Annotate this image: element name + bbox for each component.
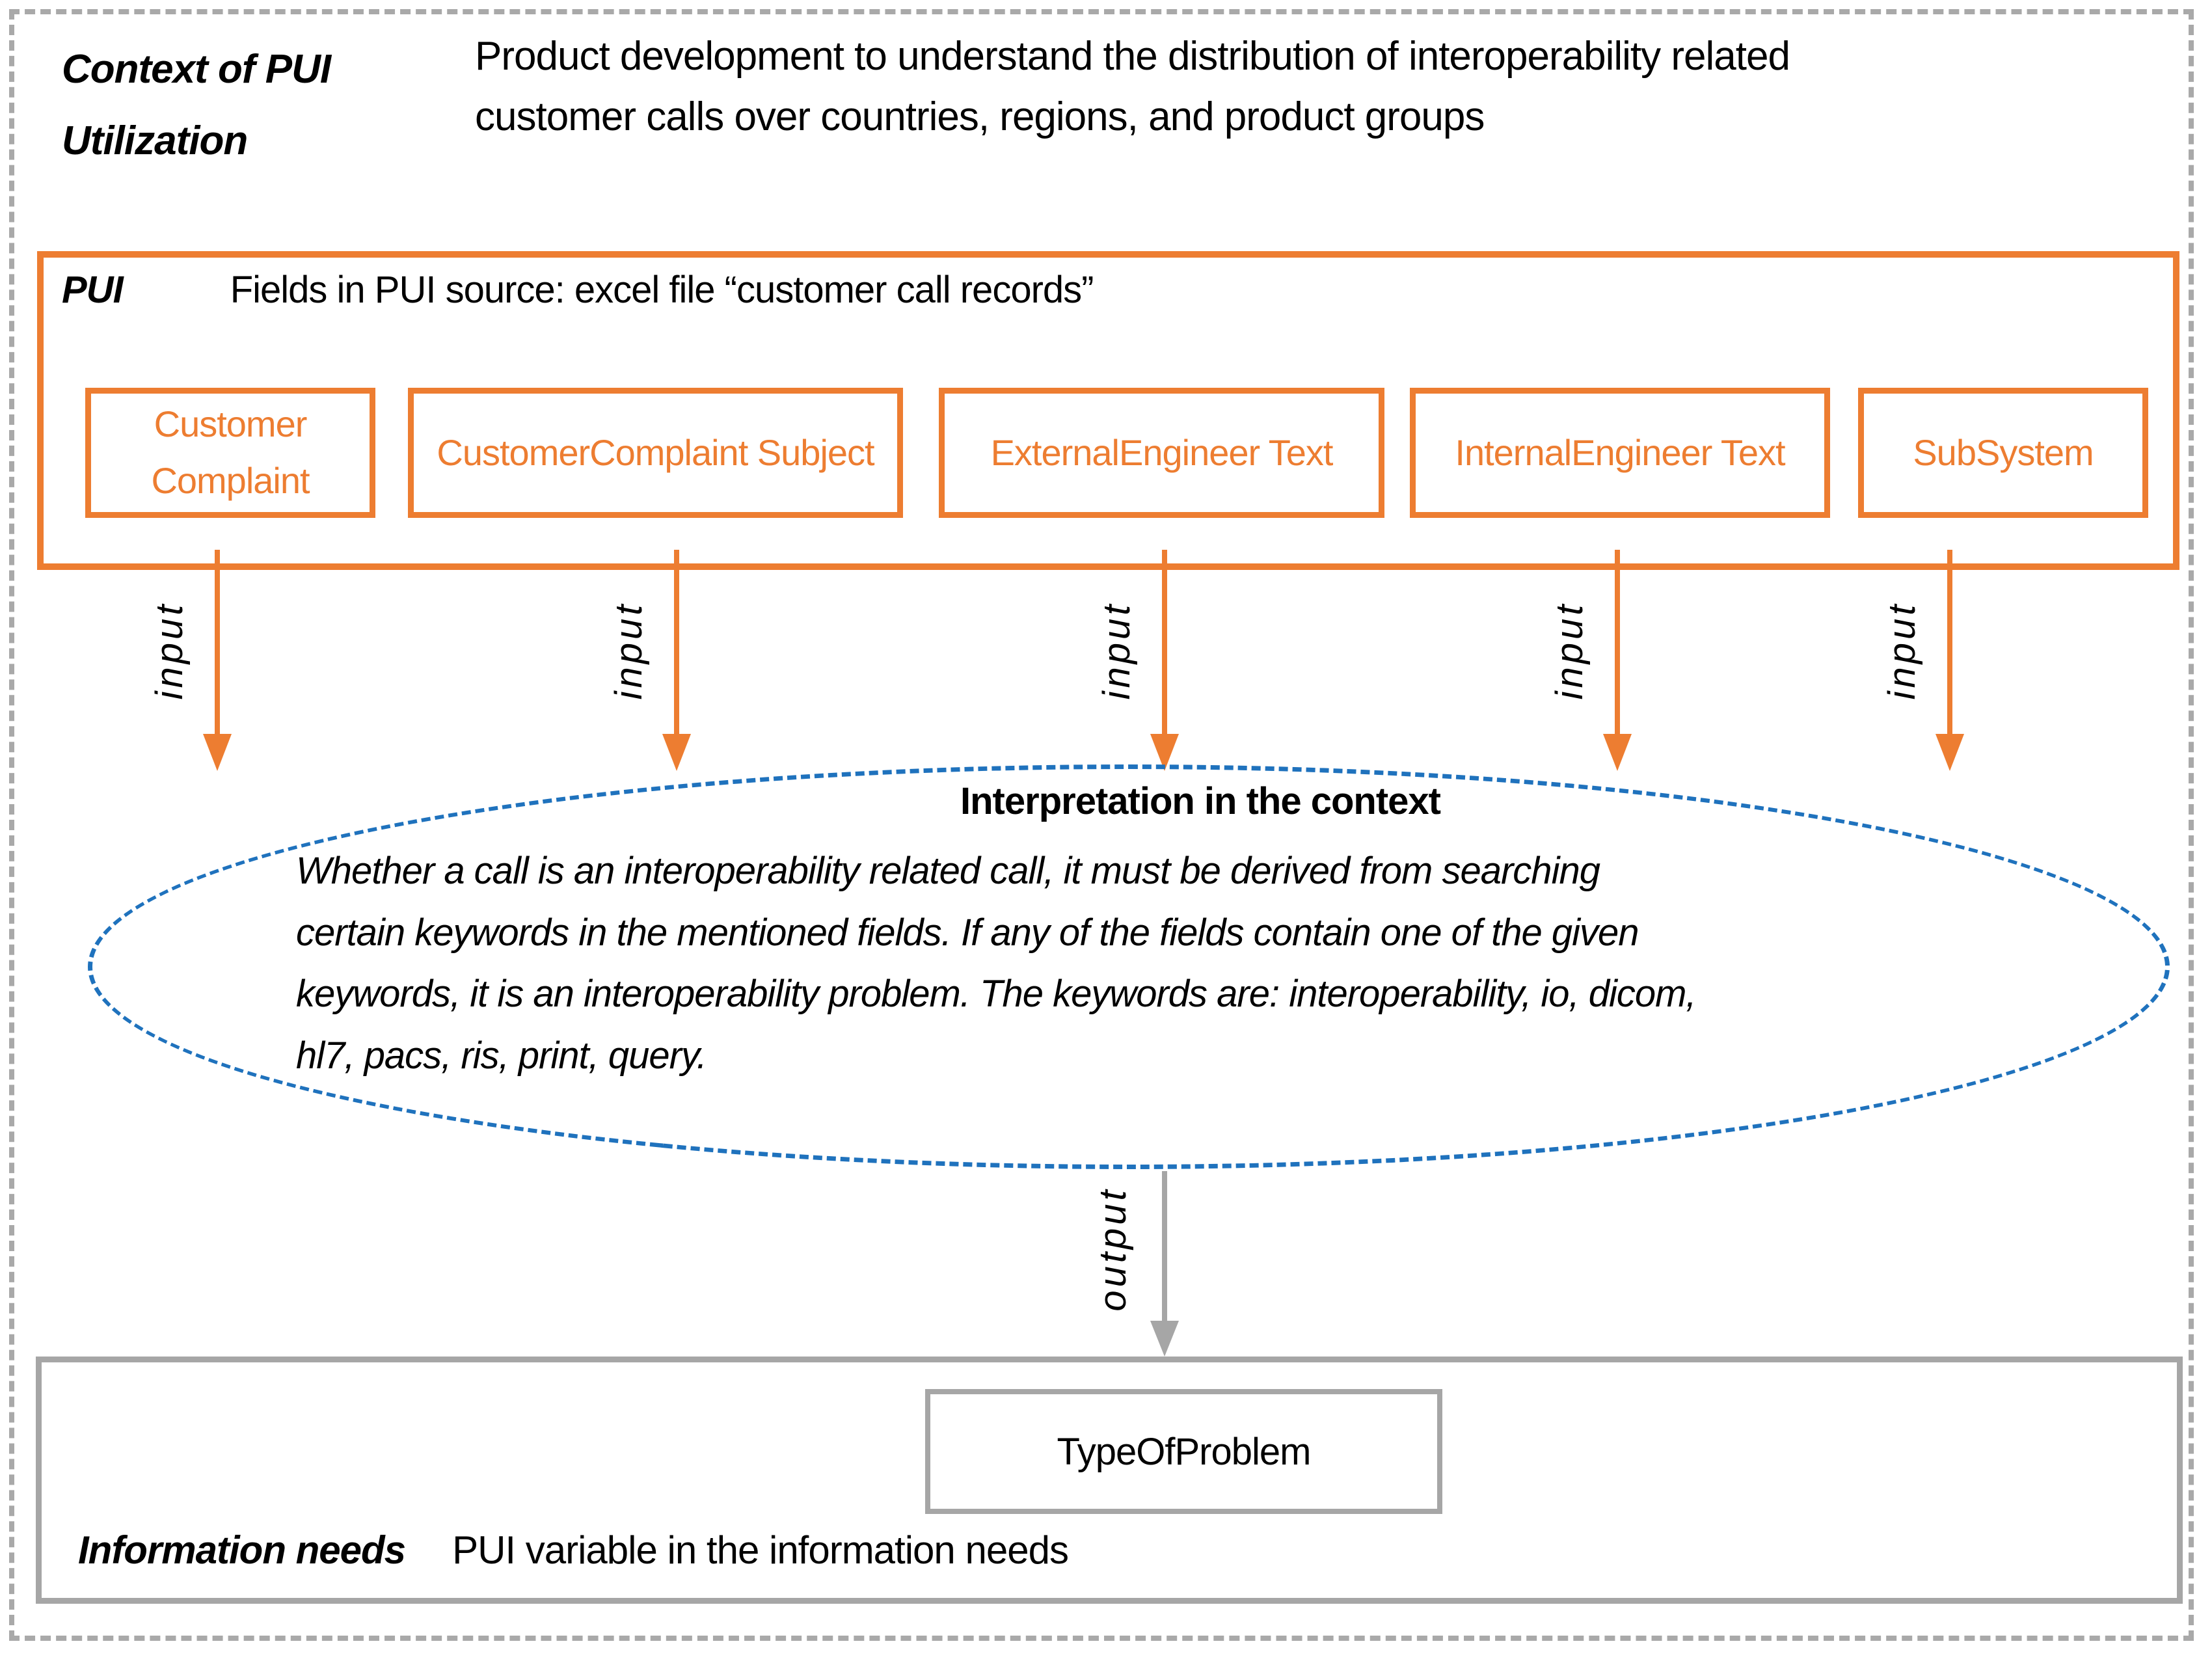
input-arrow-label-5: input — [1880, 601, 1923, 700]
field-box-external-engineer-text: ExternalEngineer Text — [939, 388, 1384, 518]
context-description-line2: customer calls over countries, regions, … — [475, 94, 1485, 139]
context-description-line1: Product development to understand the di… — [475, 34, 1790, 79]
outer-dashed-border — [9, 9, 2194, 1641]
field-box-internal-engineer-text: InternalEngineer Text — [1410, 388, 1830, 518]
pui-subtitle: Fields in PUI source: excel file “custom… — [230, 269, 1094, 311]
field-box-subsystem: SubSystem — [1858, 388, 2148, 518]
pui-title-row: PUI Fields in PUI source: excel file “cus… — [62, 268, 2014, 312]
input-arrow-label-3: input — [1095, 601, 1138, 700]
field-label: CustomerComplaint Subject — [437, 431, 874, 473]
field-box-customer-complaint-subject: CustomerComplaint Subject — [408, 388, 903, 518]
arrow-head-icon — [1936, 734, 1964, 771]
arrow-head-icon — [1150, 1321, 1179, 1357]
interpretation-body-line3: keywords, it is an interoperability prob… — [296, 973, 1697, 1016]
context-label-line2: Utilization — [62, 118, 248, 164]
field-label: ExternalEngineer Text — [990, 431, 1334, 473]
arrow-shaft — [674, 550, 679, 735]
context-label-line1: Context of PUI — [62, 47, 331, 92]
interpretation-body: Whether a call is an interoperability re… — [296, 841, 2053, 1087]
arrow-head-icon — [1603, 734, 1632, 771]
arrow-shaft — [1162, 1171, 1167, 1322]
arrow-shaft — [1162, 550, 1167, 735]
input-arrow-label-1: input — [148, 601, 191, 700]
arrow-head-icon — [203, 734, 232, 771]
pui-source-box — [37, 251, 2179, 570]
arrow-shaft — [1615, 550, 1620, 735]
interpretation-body-line1: Whether a call is an interoperability re… — [296, 850, 1600, 892]
input-arrow-label-2: input — [607, 601, 650, 700]
information-needs-box — [36, 1357, 2183, 1604]
context-description: Product development to understand the di… — [475, 26, 2179, 147]
arrow-head-icon — [662, 734, 691, 771]
interpretation-body-line2: certain keywords in the mentioned fields… — [296, 911, 1639, 954]
field-label: InternalEngineer Text — [1455, 431, 1785, 473]
arrow-shaft — [1947, 550, 1952, 735]
context-of-pui-label: Context of PUI Utilization — [62, 34, 452, 178]
interpretation-title: Interpretation in the context — [960, 780, 1441, 822]
interpretation-body-line4: hl7, pacs, ris, print, query. — [296, 1034, 707, 1077]
information-needs-description: PUI variable in the information needs — [452, 1528, 1069, 1572]
field-label: SubSystem — [1913, 431, 2094, 473]
interpretation-ellipse — [88, 764, 2170, 1169]
input-arrow-label-4: input — [1548, 601, 1591, 700]
type-of-problem-box: TypeOfProblem — [925, 1389, 1442, 1514]
output-arrow-label: output — [1091, 1187, 1134, 1312]
pui-label: PUI — [62, 269, 124, 311]
type-of-problem-label: TypeOfProblem — [1057, 1430, 1312, 1473]
field-label: Customer Complaint — [151, 403, 310, 501]
field-box-customer-complaint: Customer Complaint — [85, 388, 375, 518]
information-needs-caption: Information needs PUI variable in the in… — [78, 1528, 2095, 1573]
information-needs-label: Information needs — [78, 1528, 406, 1572]
arrow-shaft — [215, 550, 220, 735]
